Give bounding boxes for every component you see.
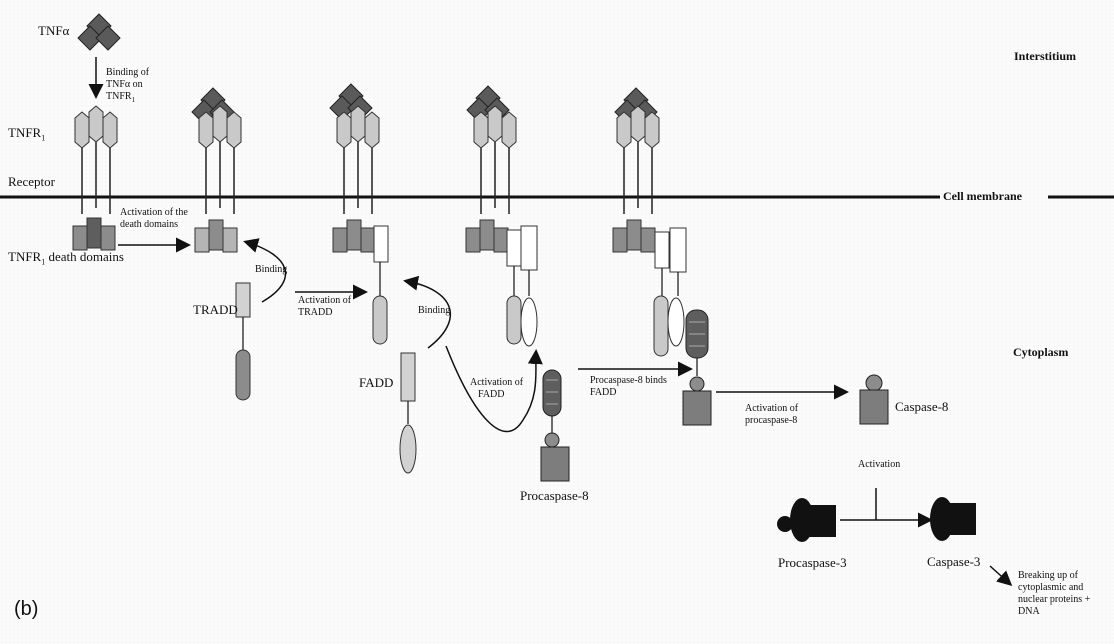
activation-procaspase8-line2: procaspase-8 bbox=[745, 416, 797, 427]
region-interstitium: Interstitium bbox=[1014, 50, 1076, 63]
binding-tradd-label: Binding bbox=[255, 265, 287, 276]
procaspase3-label: Procaspase-3 bbox=[778, 556, 847, 570]
activation-procaspase8-line1: Activation of bbox=[745, 404, 798, 415]
breakdown-line4: DNA bbox=[1018, 607, 1040, 618]
fadd-label: FADD bbox=[359, 376, 393, 390]
activation-fadd-line1: Activation of bbox=[470, 378, 523, 389]
breakdown-line3: nuclear proteins + bbox=[1018, 595, 1090, 606]
tnf-alpha-free bbox=[78, 14, 120, 50]
activation-fadd-line2: FADD bbox=[478, 390, 504, 401]
tradd-label: TRADD bbox=[193, 303, 238, 317]
activation-death-line1: Activation of the bbox=[120, 208, 188, 219]
activation-tradd-line2: TRADD bbox=[298, 308, 332, 319]
tradd-free bbox=[236, 283, 250, 400]
activation-death-line2: death domains bbox=[120, 220, 178, 231]
fadd-free bbox=[400, 353, 416, 473]
binding-label-line3: TNFR1 bbox=[106, 92, 135, 104]
receptor-stage2 bbox=[192, 88, 241, 252]
tnf-alpha-label: TNFα bbox=[38, 24, 69, 38]
procaspase3 bbox=[777, 498, 836, 542]
region-receptor: Receptor bbox=[8, 175, 55, 189]
caspase3 bbox=[930, 497, 976, 541]
receptor-stage4 bbox=[466, 86, 537, 346]
procaspase8-binds-line1: Procaspase-8 binds bbox=[590, 376, 667, 387]
breakdown-line1: Breaking up of bbox=[1018, 571, 1078, 582]
breakdown-arrow bbox=[990, 566, 1010, 584]
region-cytoplasm: Cytoplasm bbox=[1013, 346, 1068, 359]
procaspase8-binds-line2: FADD bbox=[590, 388, 616, 399]
tnfr1-label: TNFR1 bbox=[8, 126, 45, 143]
procaspase8-free bbox=[541, 370, 569, 481]
binding-label-line1: Binding of bbox=[106, 68, 149, 79]
receptor-stage1 bbox=[73, 106, 117, 250]
breakdown-line2: cytoplasmic and bbox=[1018, 583, 1083, 594]
binding-fadd-label: Binding bbox=[418, 306, 450, 317]
activation-label: Activation bbox=[858, 460, 900, 471]
region-cell-membrane: Cell membrane bbox=[943, 190, 1022, 203]
caspase8-label: Caspase-8 bbox=[895, 400, 948, 414]
panel-label: (b) bbox=[14, 598, 38, 621]
tnfr1-death-domains-label: TNFR1 death domains bbox=[8, 250, 124, 267]
binding-label-line2: TNFα on bbox=[106, 80, 143, 91]
activation-tradd-line1: Activation of bbox=[298, 296, 351, 307]
procaspase8-label: Procaspase-8 bbox=[520, 489, 589, 503]
caspase3-label: Caspase-3 bbox=[927, 555, 980, 569]
caspase8 bbox=[860, 375, 888, 424]
